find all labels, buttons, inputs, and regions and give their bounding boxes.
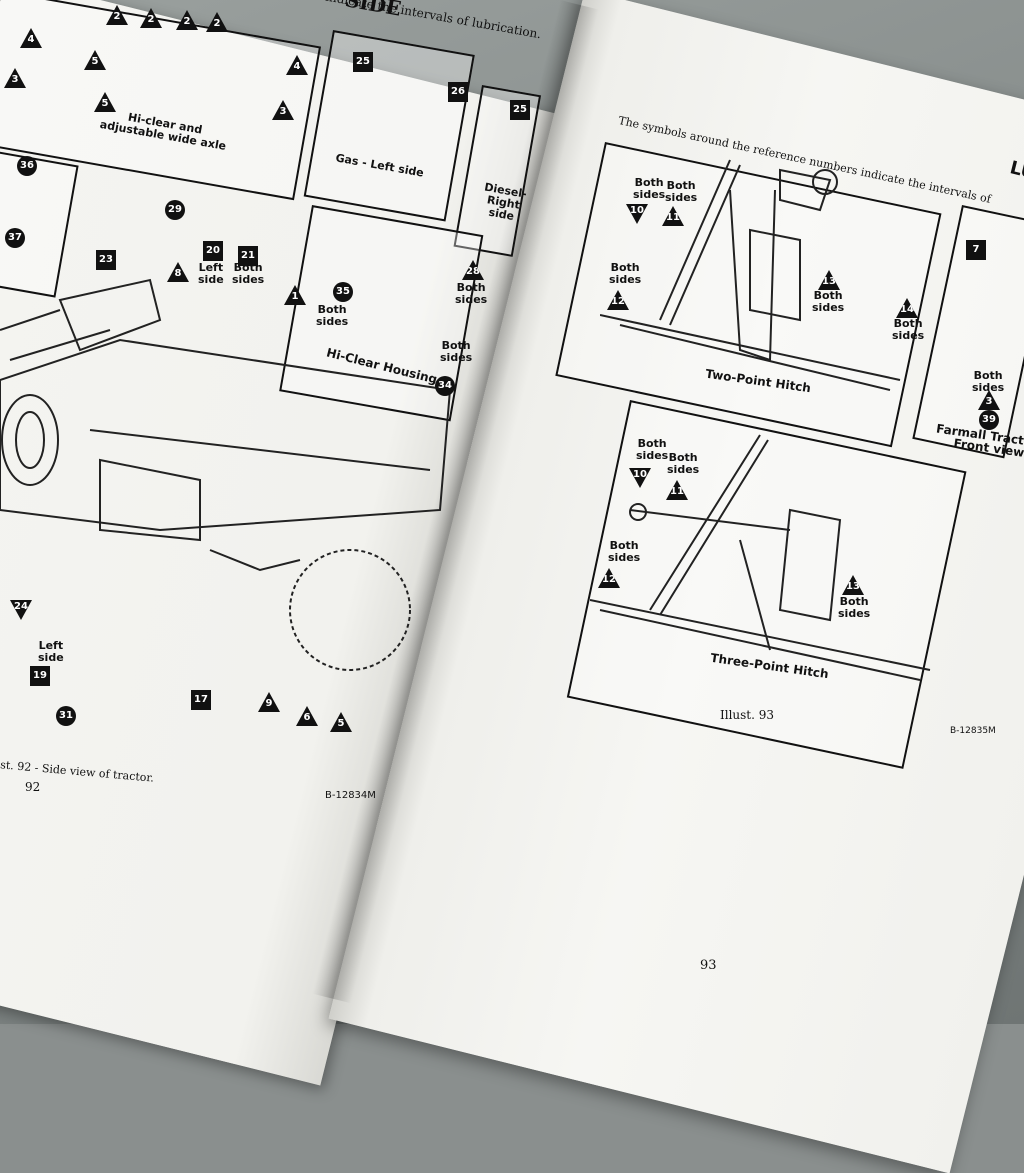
marker-35: 35: [333, 282, 353, 302]
marker-7: 7: [966, 240, 986, 260]
both-sides-label: Both sides: [440, 339, 473, 364]
both-sides-label: Both sides: [812, 289, 845, 314]
marker-20: 20: [203, 241, 223, 261]
three-point-hitch-sketch: [590, 434, 931, 681]
diesel-caption: Diesel- Right side: [483, 180, 528, 223]
both-sides-label: Both sides: [665, 179, 698, 204]
both-sides-label: Both sides: [667, 451, 700, 476]
marker-34: 34: [435, 376, 455, 396]
marker-36: 36: [17, 156, 37, 176]
left-side-label: Left side: [198, 261, 224, 286]
both-sides-label: Both sides: [608, 539, 641, 564]
marker-25: 25: [510, 100, 530, 120]
gas-diagram: [303, 30, 475, 222]
marker-19: 19: [30, 666, 50, 686]
marker-39: 39: [979, 410, 999, 430]
two-point-hitch-sketch: [600, 159, 901, 391]
right-illus-caption: Illust. 93: [720, 708, 775, 722]
both-sides-label: Both sides: [972, 369, 1005, 394]
right-page-number: 93: [700, 958, 717, 973]
left-page-number: 92: [25, 780, 41, 794]
both-sides-label: Both sides: [455, 281, 488, 306]
marker-17: 17: [191, 690, 211, 710]
marker-26: 26: [448, 82, 468, 102]
both-sides-label: Both sides: [636, 437, 669, 462]
both-sides-label: Both sides: [232, 261, 265, 286]
left-side-label: Left side: [38, 639, 64, 664]
marker-31: 31: [56, 706, 76, 726]
both-sides-label: Both sides: [633, 176, 666, 201]
marker-23: 23: [96, 250, 116, 270]
both-sides-label: Both sides: [838, 595, 871, 620]
both-sides-label: Both sides: [892, 317, 925, 342]
tractor-side-view: [0, 278, 452, 671]
marker-21: 21: [238, 246, 258, 266]
marker-29: 29: [165, 200, 185, 220]
right-code: B-12835M: [950, 726, 996, 736]
both-sides-label: Both sides: [609, 261, 642, 286]
both-sides-label: Both sides: [316, 303, 349, 328]
marker-37: 37: [5, 228, 25, 248]
left-code: B-12834M: [325, 790, 376, 801]
marker-25: 25: [353, 52, 373, 72]
